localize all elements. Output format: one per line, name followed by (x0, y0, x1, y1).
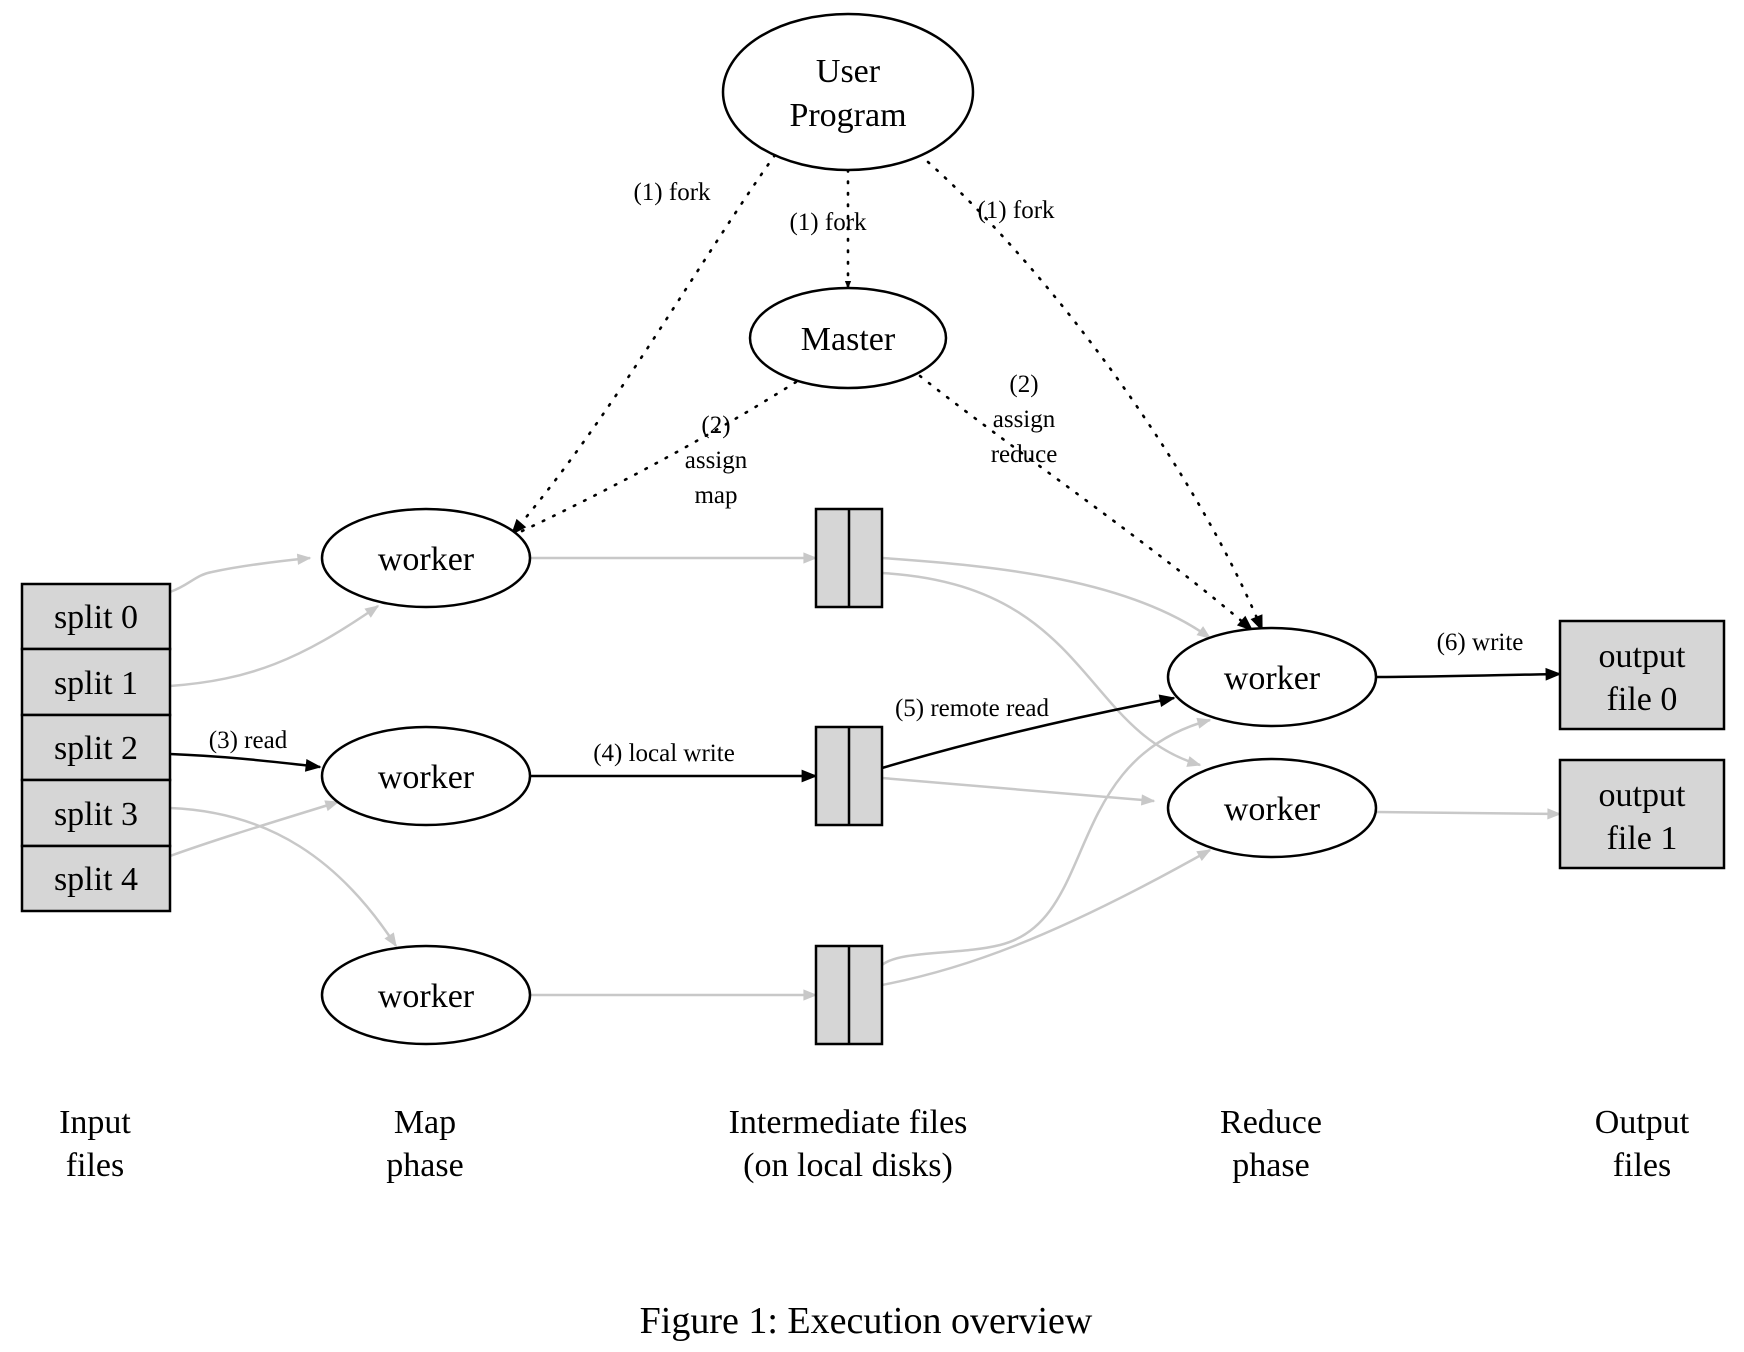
edge-labels: (1) fork (1) fork (1) fork (2) assign ma… (209, 179, 1524, 767)
edge-split0-map-worker-1 (169, 553, 312, 594)
input-files-label-line-1: Input (59, 1104, 131, 1141)
output-file-0: output file 0 (1558, 619, 1726, 731)
edge-reduce-worker-2-output-1 (1375, 808, 1562, 820)
edge-disk-3-reduce-worker-2 (881, 848, 1212, 987)
output-file-1: output file 1 (1558, 758, 1726, 870)
assign-reduce-label-line-3: reduce (991, 441, 1058, 468)
master-node: Master (748, 286, 948, 390)
active-edges (169, 667, 1562, 783)
edge-disk-2-reduce-worker-2 (881, 776, 1156, 806)
assign-map-label-line-1: (2) (701, 412, 730, 439)
user-program-label-line-1: User (816, 53, 881, 90)
output-files-label-line-1: Output (1595, 1104, 1690, 1141)
user-program-node: User Program (721, 12, 975, 172)
edge-split3-map-worker-3 (169, 806, 398, 948)
read-label: (3) read (209, 727, 288, 754)
split-2-label: split 2 (54, 730, 138, 767)
intermediate-files-label-line-1: Intermediate files (729, 1104, 968, 1141)
output-file-1-label-line-2: file 1 (1607, 820, 1678, 857)
fork-center-label: (1) fork (789, 209, 867, 236)
figure-caption: Figure 1: Execution overview (640, 1300, 1093, 1342)
map-worker-1: worker (320, 507, 532, 609)
user-program-label-line-2: Program (789, 97, 906, 134)
edge-disk-1-reduce-worker-1 (881, 556, 1212, 640)
map-worker-2-label: worker (378, 759, 475, 796)
remote-read-label: (5) remote read (895, 695, 1050, 722)
intermediate-file-1 (814, 507, 884, 609)
assign-reduce-label-line-2: assign (993, 406, 1056, 433)
output-file-1-label-line-1: output (1599, 777, 1686, 814)
edge-user-program-fork-map-worker (510, 153, 777, 536)
reduce-worker-2: worker (1166, 757, 1378, 859)
phase-labels: Input files Map phase Intermediate files… (59, 1104, 1690, 1184)
input-files-label-line-2: files (66, 1147, 125, 1184)
output-files-label-line-2: files (1613, 1147, 1672, 1184)
edge-disk-2-reduce-worker-1 (881, 694, 1176, 770)
inactive-edges (169, 552, 1562, 1001)
input-splits: split 0 split 1 split 2 split 3 split 4 (20, 582, 172, 913)
map-phase-label-line-1: Map (394, 1104, 456, 1141)
map-worker-2: worker (320, 725, 532, 827)
intermediate-files-label-line-2: (on local disks) (743, 1147, 953, 1184)
control-edges (510, 153, 1264, 632)
map-phase-label-line-2: phase (386, 1147, 463, 1184)
edge-split1-map-worker-1 (169, 604, 380, 688)
edge-master-assign-reduce (918, 374, 1254, 632)
reduce-worker-1: worker (1166, 626, 1378, 728)
intermediate-file-2 (814, 725, 884, 827)
edge-reduce-worker-1-output-0 (1375, 667, 1562, 681)
output-file-0-label-line-1: output (1599, 638, 1686, 675)
fork-left-label: (1) fork (633, 179, 711, 206)
reduce-phase-label-line-2: phase (1232, 1147, 1309, 1184)
map-worker-1-label: worker (378, 541, 475, 578)
map-worker-3: worker (320, 944, 532, 1046)
assign-reduce-label-line-1: (2) (1009, 371, 1038, 398)
local-write-label: (4) local write (593, 740, 735, 767)
master-label: Master (801, 321, 896, 358)
write-label: (6) write (1437, 629, 1524, 656)
map-worker-3-label: worker (378, 978, 475, 1015)
intermediate-file-3 (814, 944, 884, 1046)
split-1-label: split 1 (54, 665, 138, 702)
edge-split4-map-worker-2 (169, 800, 340, 858)
output-file-0-label-line-2: file 0 (1607, 681, 1678, 718)
reduce-phase-label-line-1: Reduce (1220, 1104, 1322, 1141)
edge-disk-1-reduce-worker-2 (881, 571, 1202, 767)
reduce-worker-1-label: worker (1224, 660, 1321, 697)
edge-split2-map-worker-2 (169, 752, 322, 772)
fork-right-label: (1) fork (977, 197, 1055, 224)
split-4-label: split 4 (54, 861, 138, 898)
assign-map-label-line-3: map (694, 482, 737, 509)
assign-map-label-line-2: assign (685, 447, 748, 474)
edge-disk-3-reduce-worker-1 (881, 717, 1212, 967)
edge-user-program-fork-reduce-worker (926, 160, 1264, 632)
split-0-label: split 0 (54, 599, 138, 636)
split-3-label: split 3 (54, 796, 138, 833)
reduce-worker-2-label: worker (1224, 791, 1321, 828)
edge-master-assign-map (518, 380, 798, 534)
